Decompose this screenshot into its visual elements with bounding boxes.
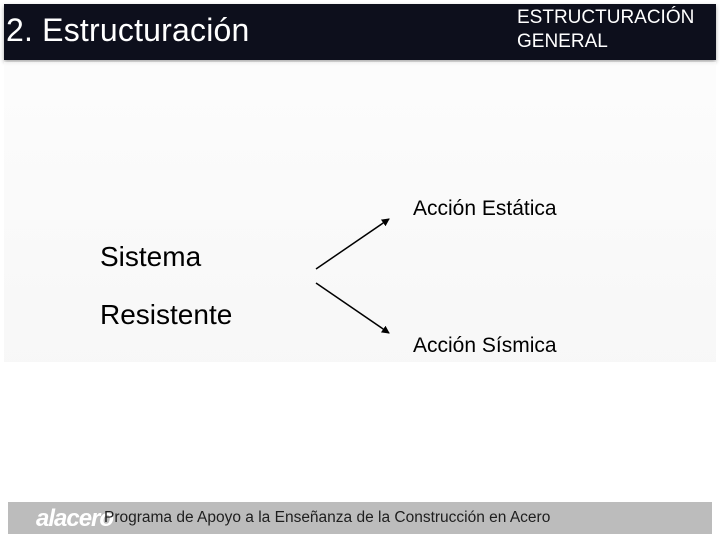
system-label-line2: Resistente	[100, 299, 233, 330]
footer-bar: alacero Programa de Apoyo a la Enseñanza…	[8, 502, 712, 534]
system-label: Sistema Resistente	[100, 228, 232, 344]
section-label-line1: ESTRUCTURACIÓN	[517, 7, 695, 28]
section-label-line2: GENERAL	[517, 31, 608, 52]
seismic-action-label: Acción Sísmica	[413, 334, 557, 357]
static-action-label: Acción Estática	[413, 197, 557, 220]
slide-header: 2. Estructuración ESTRUCTURACIÓN GENERAL	[4, 4, 716, 60]
section-label: ESTRUCTURACIÓN GENERAL	[517, 6, 694, 54]
system-label-line1: Sistema	[100, 241, 202, 272]
alacero-logo: alacero	[36, 505, 114, 532]
footer-program-text: Programa de Apoyo a la Enseñanza de la C…	[104, 509, 551, 526]
slide-title: 2. Estructuración	[6, 12, 250, 48]
